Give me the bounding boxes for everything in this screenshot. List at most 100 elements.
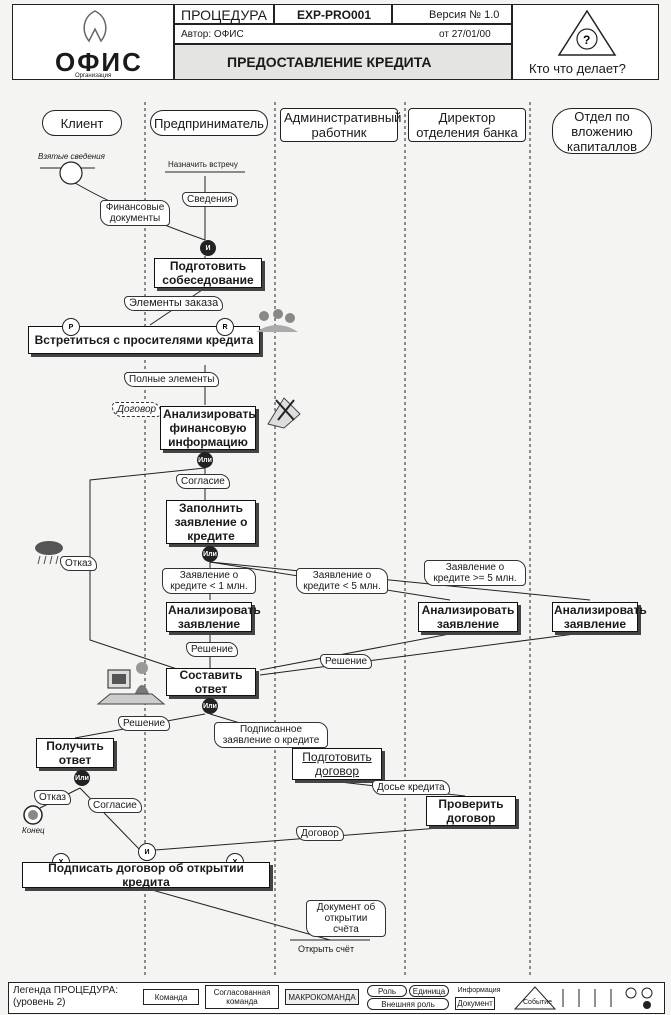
flag-signed-app-text: Подписанное заявление о кредите: [222, 724, 320, 746]
lane-admin-label: Административный работник: [284, 110, 402, 140]
gate-and-2-label: И: [144, 848, 150, 856]
gate-and-1-label: И: [205, 244, 211, 252]
flag-decision-2-text: Решение: [325, 656, 368, 667]
flag-consent-2-text: Согласие: [93, 800, 137, 811]
task-analyze-app-2[interactable]: Анализировать заявление: [418, 602, 518, 632]
task-receive-answer-label: Получить ответ: [46, 739, 104, 767]
rain-cloud-icon: [35, 541, 63, 565]
flag-consent-2: Согласие: [88, 798, 142, 813]
flag-decision-2: Решение: [320, 654, 373, 669]
svg-text:?: ?: [583, 33, 590, 47]
flow-taken-info: Взятые сведения: [38, 152, 105, 161]
task-prepare-interview[interactable]: Подготовить собеседование: [154, 258, 262, 288]
legend-team: Команда: [143, 989, 199, 1005]
legend-title: Легенда ПРОЦЕДУРА: (уровень 2): [13, 985, 118, 1008]
author-text: Автор: ОФИС: [181, 29, 244, 40]
gate-or-4-label: Или: [75, 774, 89, 782]
lane-investment-label: Отдел по вложению капиталлов: [567, 108, 637, 154]
task-sign-contract-label: Подписать договор об открытии кредита: [48, 861, 244, 889]
flag-decision-1-text: Решение: [191, 644, 234, 655]
flag-consent-1-text: Согласие: [181, 476, 225, 487]
logo-emblem-icon: [83, 10, 107, 43]
task-prepare-contract-label: Подготовить договор: [302, 750, 372, 778]
legend-information-label: Информация: [457, 986, 501, 994]
gate-or-2: Или: [202, 546, 218, 562]
flag-credit-file-text: Досье кредита: [377, 782, 445, 793]
meeting-people-icon: [256, 309, 298, 332]
flow-assign-meeting: Назначить встречу: [168, 160, 238, 169]
legend-coord-team: Согласованная команда: [205, 985, 279, 1009]
legend-external-role-label: Внешняя роль: [381, 999, 435, 1009]
procedure-cell: ПРОЦЕДУРА: [174, 4, 274, 24]
legend-team-label: Команда: [154, 992, 188, 1002]
version-cell: Версия № 1.0: [392, 4, 512, 24]
task-sign-contract[interactable]: Подписать договор об открытии кредита: [22, 861, 270, 889]
page-title: ПРЕДОСТАВЛЕНИЕ КРЕДИТА: [227, 54, 432, 70]
flag-refusal-1-text: Отказ: [65, 558, 92, 569]
legend-role-label: Роль: [377, 986, 397, 996]
flag-decision-3-text: Решение: [123, 718, 166, 729]
who-cell: ? Кто что делает?: [512, 4, 659, 80]
legend-event-icon: [513, 986, 557, 1010]
legend: Легенда ПРОЦЕДУРА: (уровень 2) Команда С…: [8, 982, 665, 1014]
lane-client: Клиент: [42, 110, 122, 136]
flag-app-lt1-text: Заявление о кредите < 1 млн.: [170, 570, 248, 592]
task-prepare-contract[interactable]: Подготовить договор: [292, 748, 382, 780]
task-compose-answer[interactable]: Составить ответ: [166, 668, 256, 696]
flag-full-elements: Полные элементы: [124, 372, 220, 387]
title-cell: ПРЕДОСТАВЛЕНИЕ КРЕДИТА: [174, 44, 512, 80]
gate-and-1: И: [200, 240, 216, 256]
flag-refusal-1: Отказ: [60, 556, 97, 571]
gate-r-label: R: [222, 323, 228, 331]
logo-text: ОФИС: [55, 47, 143, 77]
lane-client-label: Клиент: [60, 115, 104, 131]
who-does-what-icon: ?: [557, 9, 617, 56]
flag-decision-1: Решение: [186, 642, 239, 657]
flag-credit-file: Досье кредита: [372, 780, 450, 795]
flag-refusal-2: Отказ: [34, 790, 71, 805]
end-event-icon: [23, 805, 43, 825]
flag-full-elements-text: Полные элементы: [129, 374, 215, 385]
flag-app-lt5: Заявление о кредите < 5 млн.: [296, 568, 388, 594]
legend-macro-team: МАКРОКОМАНДА: [285, 989, 359, 1005]
gate-or-3: Или: [202, 698, 218, 714]
gate-or-2-label: Или: [203, 550, 217, 558]
task-analyze-app-1[interactable]: Анализировать заявление: [166, 602, 261, 632]
logo-subtitle: Организация: [75, 73, 112, 79]
logo-cell: ОФИС Организация: [12, 4, 174, 80]
flag-refusal-2-text: Отказ: [39, 792, 66, 803]
legend-unit-label: Единица: [412, 986, 446, 996]
lane-entrepreneur-label: Предприниматель: [154, 115, 264, 131]
task-analyze-finance-label: Анализировать финансовую информацию: [163, 407, 256, 449]
version-text: Версия № 1.0: [429, 9, 500, 21]
procedure-code: EXP-PRO001: [297, 8, 372, 22]
gate-r: R: [216, 318, 234, 336]
flag-order-elements: Элементы заказа: [124, 296, 224, 311]
flag-contract-note: Договор: [112, 402, 162, 417]
task-meet-applicants-label: Встретиться с просителями кредита: [34, 333, 254, 347]
flag-info-text: Сведения: [187, 194, 233, 205]
flag-app-lt1: Заявление о кредите < 1 млн.: [162, 568, 256, 594]
legend-coord-team-label: Согласованная команда: [213, 988, 271, 1006]
calculator-icon: [267, 397, 301, 429]
flag-app-gte5: Заявление о кредите >= 5 млн.: [424, 560, 526, 586]
task-fill-application[interactable]: Заполнить заявление о кредите: [166, 500, 256, 544]
task-analyze-finance[interactable]: Анализировать финансовую информацию: [160, 406, 256, 450]
task-analyze-app-3[interactable]: Анализировать заявление: [552, 602, 647, 632]
gate-or-1-label: Или: [198, 456, 212, 464]
legend-document: Документ: [455, 997, 495, 1010]
lane-director-label: Директор отделения банка: [416, 110, 518, 140]
flag-financial-docs: Финансовые документы: [100, 200, 170, 226]
legend-information: Информация: [455, 985, 503, 995]
task-analyze-app-3-label: Анализировать заявление: [554, 603, 647, 631]
task-check-contract[interactable]: Проверить договор: [426, 796, 516, 826]
task-receive-answer[interactable]: Получить ответ: [36, 738, 114, 768]
lane-admin: Административный работник: [280, 108, 402, 142]
task-prepare-interview-label: Подготовить собеседование: [162, 259, 254, 287]
task-analyze-app-2-label: Анализировать заявление: [421, 603, 515, 631]
legend-role: Роль: [367, 985, 407, 997]
event-start-icon: [59, 161, 83, 185]
task-analyze-app-1-label: Анализировать заявление: [168, 603, 261, 631]
flag-decision-3: Решение: [118, 716, 171, 731]
legend-event-label: Событие: [523, 999, 552, 1006]
